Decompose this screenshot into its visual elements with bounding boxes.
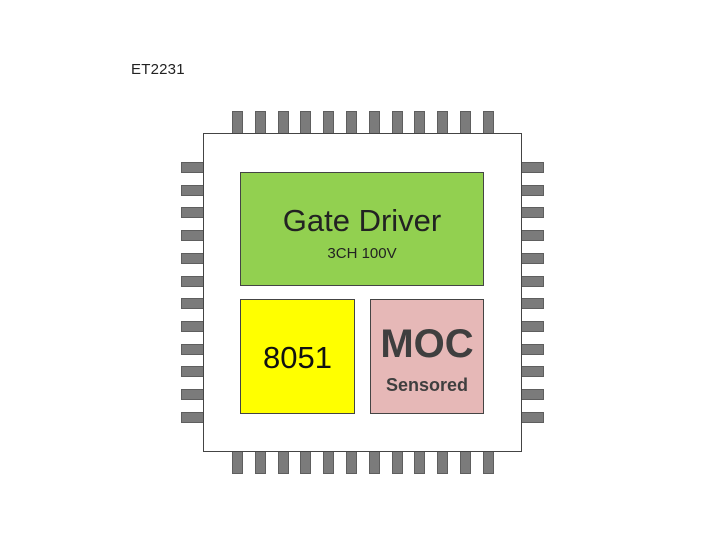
pin-left-7 — [181, 298, 204, 309]
pin-left-2 — [181, 185, 204, 196]
pin-right-2 — [521, 185, 544, 196]
pin-top-7 — [369, 111, 380, 134]
pin-bottom-6 — [346, 451, 357, 474]
pin-left-4 — [181, 230, 204, 241]
pin-left-12 — [181, 412, 204, 423]
pin-left-8 — [181, 321, 204, 332]
pin-bottom-1 — [232, 451, 243, 474]
pin-top-12 — [483, 111, 494, 134]
pin-right-5 — [521, 253, 544, 264]
pin-left-9 — [181, 344, 204, 355]
pin-left-3 — [181, 207, 204, 218]
pin-left-10 — [181, 366, 204, 377]
pin-bottom-4 — [300, 451, 311, 474]
moc-subtitle: Sensored — [385, 375, 469, 395]
pin-bottom-7 — [369, 451, 380, 474]
pin-right-11 — [521, 389, 544, 400]
gate-driver-block: Gate Driver 3CH 100V — [240, 172, 484, 286]
pin-right-6 — [521, 276, 544, 287]
pin-right-12 — [521, 412, 544, 423]
pin-right-1 — [521, 162, 544, 173]
pin-left-6 — [181, 276, 204, 287]
pin-right-9 — [521, 344, 544, 355]
pin-right-4 — [521, 230, 544, 241]
moc-title: MOC — [380, 322, 474, 366]
gate-driver-title: Gate Driver — [282, 203, 442, 238]
pin-top-3 — [278, 111, 289, 134]
pin-bottom-5 — [323, 451, 334, 474]
pin-bottom-2 — [255, 451, 266, 474]
pin-right-7 — [521, 298, 544, 309]
pin-right-3 — [521, 207, 544, 218]
pin-top-11 — [460, 111, 471, 134]
pin-bottom-8 — [392, 451, 403, 474]
pin-top-9 — [414, 111, 425, 134]
pin-top-6 — [346, 111, 357, 134]
pin-top-5 — [323, 111, 334, 134]
pin-right-10 — [521, 366, 544, 377]
pin-left-11 — [181, 389, 204, 400]
pin-bottom-10 — [437, 451, 448, 474]
pin-bottom-9 — [414, 451, 425, 474]
pin-bottom-3 — [278, 451, 289, 474]
pin-bottom-11 — [460, 451, 471, 474]
mcu-8051-block: 8051 — [240, 299, 355, 414]
pin-left-5 — [181, 253, 204, 264]
moc-block: MOC Sensored — [370, 299, 484, 414]
pin-top-1 — [232, 111, 243, 134]
pin-right-8 — [521, 321, 544, 332]
chip-name-label: ET2231 — [131, 61, 185, 78]
pin-top-2 — [255, 111, 266, 134]
pin-left-1 — [181, 162, 204, 173]
gate-driver-subtitle: 3CH 100V — [327, 245, 397, 262]
pin-top-4 — [300, 111, 311, 134]
pin-top-10 — [437, 111, 448, 134]
pin-top-8 — [392, 111, 403, 134]
mcu-title: 8051 — [263, 340, 332, 375]
pin-bottom-12 — [483, 451, 494, 474]
